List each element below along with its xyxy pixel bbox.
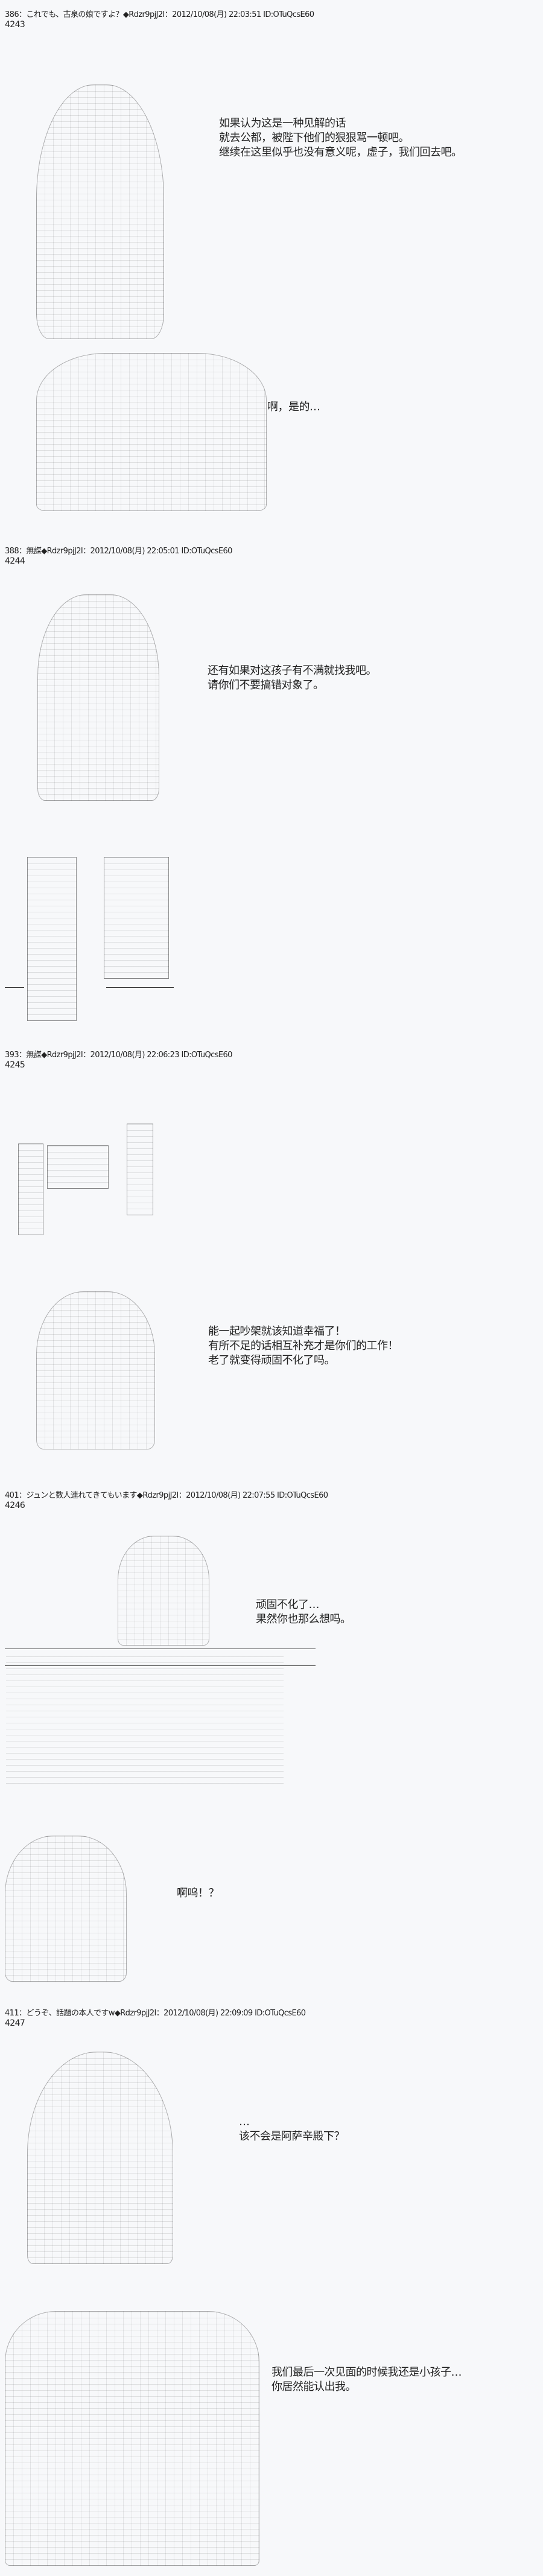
dialogue-line: 能一起吵架就该知道幸福了！ (208, 1325, 346, 1338)
ascii-art-window (47, 1145, 109, 1189)
dialogue-box: 啊呜！？ (177, 1886, 220, 1901)
ascii-art-figure (5, 1836, 127, 1982)
post-number: 4244 (5, 556, 25, 566)
post-meta: 401：ジュンと数人連れてきてもいます◆Rdzr9pjJ2I：2012/10/0… (5, 1491, 328, 1500)
ascii-art-room-wall (18, 1143, 43, 1235)
dialogue-line: 老了就变得顽固不化了吗。 (208, 1354, 335, 1367)
post-meta: 411：どうぞ、話題の本人ですw◆Rdzr9pjJ2I：2012/10/08(月… (5, 2009, 306, 2018)
ascii-art-figure (27, 2052, 173, 2264)
post-number: 4243 (5, 20, 25, 30)
dialogue-line: 继续在这里似乎也没有意义呢，虚子，我们回去吧。 (219, 146, 462, 159)
dialogue-box: 还有如果对这孩子有不满就找我吧。 请你们不要搞错对象了。 (208, 664, 377, 693)
ascii-art-figures (6, 1653, 284, 1789)
dialogue-line: 还有如果对这孩子有不满就找我吧。 (208, 664, 377, 677)
ascii-art-figure (5, 2311, 259, 2566)
ascii-art-line (5, 1665, 316, 1666)
ascii-art-building (104, 857, 169, 979)
dialogue-line: … (239, 2116, 250, 2128)
dialogue-line: 我们最后一次见面的时候我还是小孩子… (272, 2366, 462, 2379)
dialogue-line: 就去公都，被陛下他们的狠狠骂一顿吧。 (219, 132, 409, 144)
dialogue-line: 如果认为这是一种见解的话 (219, 117, 346, 130)
post-header: 388：無謀◆Rdzr9pjJ2I：2012/10/08(月) 22:05:01… (5, 546, 232, 567)
dialogue-line: 有所不足的话相互补充才是你们的工作！ (208, 1340, 399, 1352)
ascii-art-figures (36, 353, 267, 511)
dialogue-box: 能一起吵架就该知道幸福了！ 有所不足的话相互补充才是你们的工作！ 老了就变得顽固… (208, 1325, 399, 1368)
post-header: 411：どうぞ、話題の本人ですw◆Rdzr9pjJ2I：2012/10/08(月… (5, 2008, 306, 2029)
dialogue-box: 我们最后一次见面的时候我还是小孩子… 你居然能认出我。 (272, 2365, 462, 2394)
ascii-art-room-wall (127, 1124, 153, 1215)
post-number: 4246 (5, 1501, 25, 1510)
ascii-art-figure (36, 84, 164, 339)
dialogue-line: 请你们不要搞错对象了。 (208, 679, 324, 692)
ascii-art-figure (37, 594, 159, 801)
dialogue-line: 果然你也那么想吗。 (256, 1613, 351, 1626)
post-number: 4245 (5, 1060, 25, 1070)
dialogue-box: … 该不会是阿萨辛殿下？ (239, 2115, 345, 2144)
ascii-art-figure (118, 1536, 209, 1646)
post-meta: 388：無謀◆Rdzr9pjJ2I：2012/10/08(月) 22:05:01… (5, 547, 232, 556)
dialogue-box: 如果认为这是一种见解的话 就去公都，被陛下他们的狠狠骂一顿吧。 继续在这里似乎也… (219, 116, 462, 160)
post-header: 393：無謀◆Rdzr9pjJ2I：2012/10/08(月) 22:06:23… (5, 1050, 232, 1070)
dialogue-line: 你居然能认出我。 (272, 2380, 357, 2393)
ascii-art-building (27, 857, 77, 1021)
dialogue-line: 顽固不化了… (256, 1598, 319, 1611)
dialogue-box: 啊，是的… (267, 400, 320, 415)
ascii-art-ground-line (5, 987, 24, 988)
post-meta: 393：無謀◆Rdzr9pjJ2I：2012/10/08(月) 22:06:23… (5, 1051, 232, 1060)
dialogue-box: 顽固不化了… 果然你也那么想吗。 (256, 1598, 351, 1627)
dialogue-line: 该不会是阿萨辛殿下？ (239, 2130, 345, 2143)
post-header: 386：これでも、古泉の娘ですよ？◆Rdzr9pjJ2I：2012/10/08(… (5, 10, 314, 30)
post-number: 4247 (5, 2018, 25, 2028)
ascii-art-figure (36, 1291, 155, 1449)
post-header: 401：ジュンと数人連れてきてもいます◆Rdzr9pjJ2I：2012/10/0… (5, 1490, 328, 1511)
dialogue-line: 啊，是的… (267, 401, 320, 413)
ascii-art-ground-line (106, 987, 174, 988)
post-meta: 386：これでも、古泉の娘ですよ？◆Rdzr9pjJ2I：2012/10/08(… (5, 10, 314, 19)
dialogue-line: 啊呜！？ (177, 1887, 220, 1900)
